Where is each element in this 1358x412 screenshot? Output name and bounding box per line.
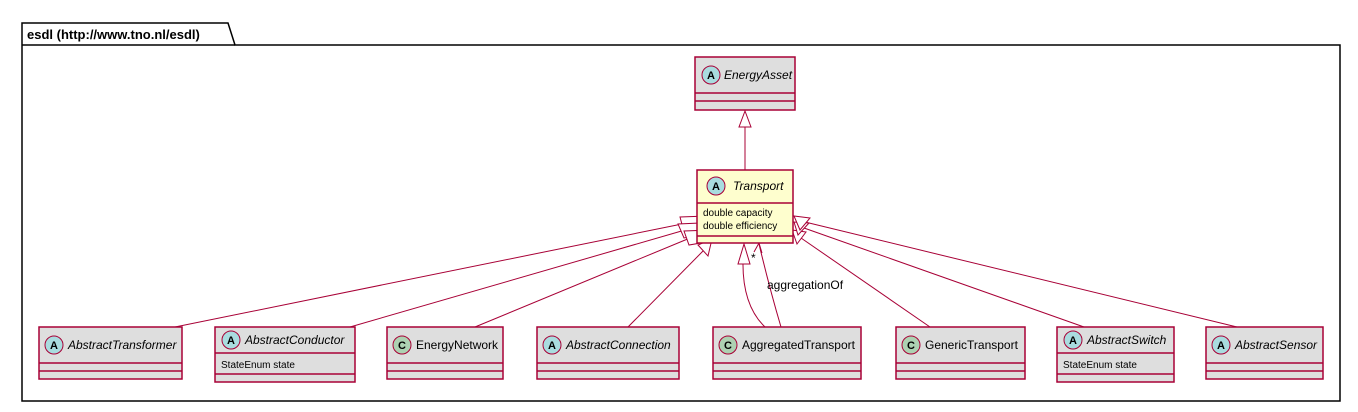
badge-letter: A	[1217, 340, 1225, 352]
class-badge-icon	[718, 335, 738, 355]
class-name: AggregatedTransport	[742, 338, 856, 352]
class-energyasset[interactable]: A EnergyAsset	[694, 56, 796, 111]
abstract-badge-icon	[706, 176, 726, 196]
badge-letter: A	[707, 70, 715, 82]
class-name: Transport	[733, 179, 784, 193]
association-multiplicity: *	[751, 251, 756, 265]
edge-generictransport-transport	[800, 237, 931, 328]
arrowhead-from-aggregatedtransport	[737, 242, 751, 265]
class-abstractconnection[interactable]: A AbstractConnection	[536, 326, 680, 380]
class-name: AbstractTransformer	[67, 338, 177, 352]
badge-letter: C	[398, 340, 406, 352]
edge-aggregatedtransport-transport-gen	[742, 259, 766, 328]
class-energynetwork[interactable]: C EnergyNetwork	[386, 326, 504, 380]
class-abstractconductor[interactable]: A AbstractConductor StateEnum state	[214, 326, 356, 383]
class-generictransport[interactable]: C GenericTransport	[895, 326, 1026, 380]
edge-abstractsensor-transport	[804, 221, 1238, 328]
class-badge-icon	[901, 335, 921, 355]
attribute-efficiency: double efficiency	[703, 221, 777, 232]
class-name: GenericTransport	[925, 338, 1019, 352]
class-abstracttransformer[interactable]: A AbstractTransformer	[38, 326, 183, 380]
attribute-state: StateEnum state	[221, 360, 295, 371]
class-aggregatedtransport[interactable]: C AggregatedTransport	[712, 326, 862, 380]
badge-letter: A	[50, 340, 58, 352]
class-transport[interactable]: A Transport double capacity double effic…	[696, 169, 794, 244]
edge-energynetwork-transport	[474, 237, 691, 328]
class-name: AbstractSensor	[1234, 338, 1318, 352]
abstract-badge-icon	[542, 335, 562, 355]
package-esdl: esdl (http://www.tno.nl/esdl)	[21, 22, 1341, 402]
class-name: EnergyNetwork	[416, 338, 499, 352]
edge-abstractconductor-transport	[349, 229, 686, 328]
edge-abstractswitch-transport	[803, 227, 1085, 328]
class-abstractsensor[interactable]: A AbstractSensor	[1205, 326, 1324, 380]
edge-abstractconnection-transport	[627, 248, 706, 328]
attribute-state: StateEnum state	[1063, 360, 1137, 371]
class-badge-icon	[392, 335, 412, 355]
attribute-capacity: double capacity	[703, 208, 773, 219]
edge-aggregatedtransport-transport-assoc	[758, 243, 782, 328]
class-name: AbstractSwitch	[1086, 333, 1167, 347]
badge-letter: A	[1069, 335, 1077, 347]
class-name: EnergyAsset	[724, 68, 793, 82]
abstract-badge-icon	[1063, 330, 1083, 350]
abstract-badge-icon	[1211, 335, 1231, 355]
association-label: aggregationOf	[767, 278, 844, 292]
badge-letter: A	[712, 181, 720, 193]
abstract-badge-icon	[221, 330, 241, 350]
abstract-badge-icon	[44, 335, 64, 355]
badge-letter: C	[907, 340, 915, 352]
badge-letter: A	[227, 335, 235, 347]
class-name: AbstractConnection	[565, 338, 671, 352]
class-abstractswitch[interactable]: A AbstractSwitch StateEnum state	[1056, 326, 1175, 383]
arrowhead-energyasset	[738, 109, 752, 128]
badge-letter: C	[724, 340, 732, 352]
badge-letter: A	[548, 340, 556, 352]
class-name: AbstractConductor	[244, 333, 345, 347]
edges	[174, 124, 1238, 328]
edge-abstracttransformer-transport	[174, 223, 683, 328]
arrowhead-from-abstractsensor	[793, 215, 811, 231]
package-title: esdl (http://www.tno.nl/esdl)	[27, 27, 200, 42]
abstract-badge-icon	[701, 65, 721, 85]
